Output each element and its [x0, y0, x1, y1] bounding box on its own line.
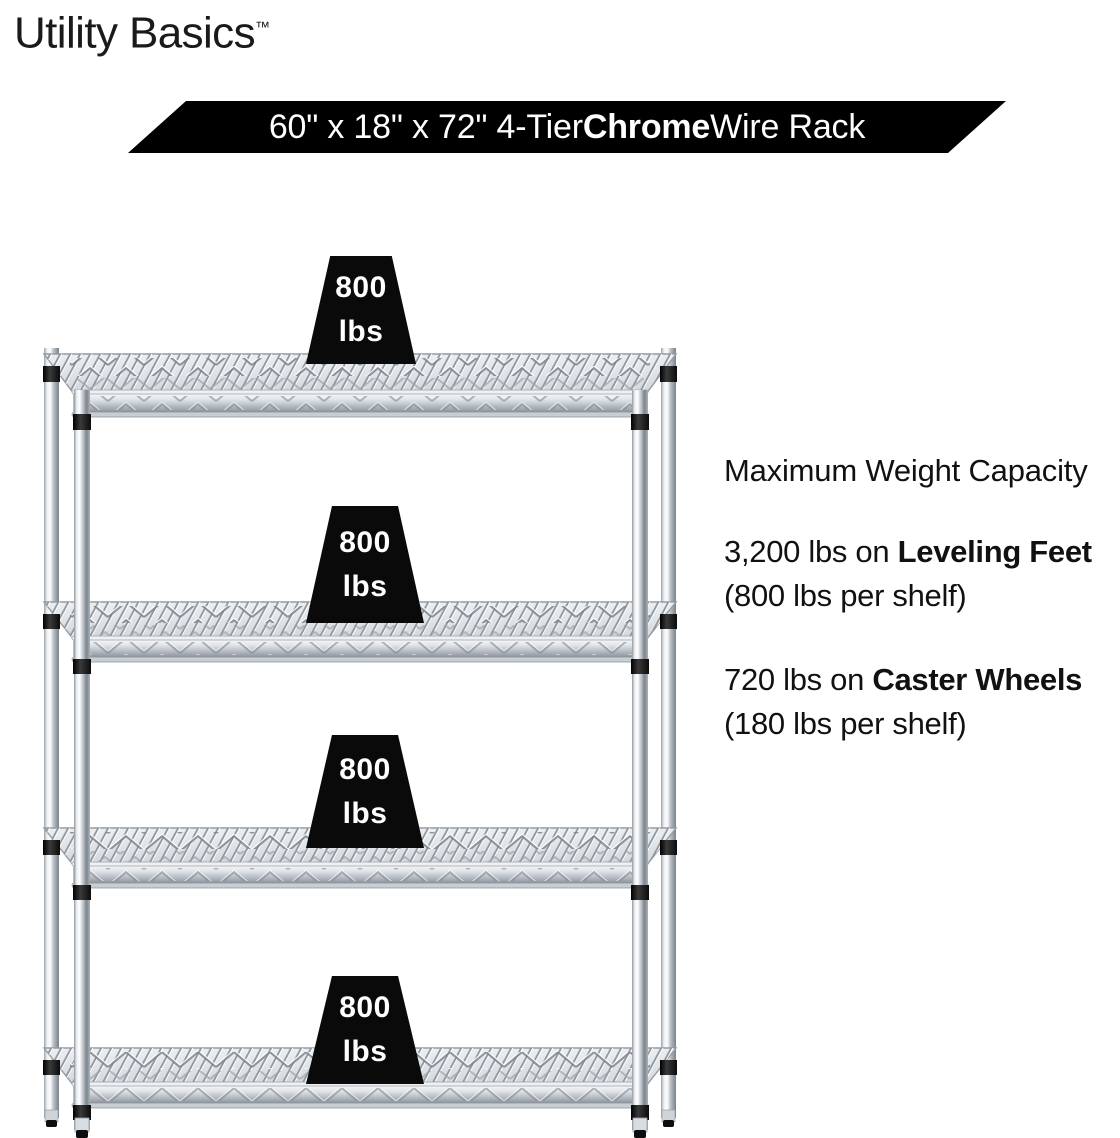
weight-callout-shelf-4: 800 lbs — [306, 976, 424, 1084]
callout-unit: lbs — [342, 1035, 388, 1068]
leveling-tail: (800 lbs per shelf) — [724, 578, 967, 613]
callout-value: 800 — [339, 991, 391, 1024]
callout-value: 800 — [339, 525, 391, 559]
post-collars — [43, 366, 677, 1120]
callout-unit: lbs — [342, 796, 388, 830]
caster-tail: (180 lbs per shelf) — [724, 706, 967, 741]
shelf-1 — [42, 353, 678, 418]
callout-shape — [306, 506, 424, 623]
leveling-emphasis: Leveling Feet — [897, 534, 1093, 569]
callout-unit: lbs — [342, 569, 388, 603]
weight-callout-shelf-2: 800 lbs — [306, 506, 424, 623]
leveling-lead: 3,200 lbs on — [724, 534, 898, 569]
rack-rear-posts — [44, 348, 676, 1118]
weight-capacity-info: Maximum Weight Capacity 3,200 lbs on Lev… — [724, 452, 1120, 786]
brand-name: Utility Basics — [14, 8, 256, 58]
banner-background — [128, 101, 1006, 153]
banner-prefix: 60" x 18" x 72" 4-Tier — [268, 108, 583, 146]
brand-logo: Utility Basics™ — [14, 2, 270, 60]
title-banner: 60" x 18" x 72" 4-Tier Chrome Wire Rack — [128, 101, 1006, 153]
leveling-feet — [44, 1109, 676, 1138]
capacity-heading: Maximum Weight Capacity — [724, 453, 1088, 488]
callout-unit: lbs — [338, 315, 384, 348]
weight-callout-shelf-3: 800 lbs — [306, 735, 424, 848]
trademark-symbol: ™ — [254, 19, 270, 36]
banner-emphasis: Chrome — [582, 108, 711, 146]
rack-front-posts — [74, 390, 648, 1130]
banner-title: 60" x 18" x 72" 4-Tier Chrome Wire Rack — [128, 101, 1006, 153]
caster-wheels-capacity: 720 lbs on Caster Wheels (180 lbs per sh… — [724, 658, 1120, 746]
callout-value: 800 — [335, 271, 387, 304]
callout-value: 800 — [339, 752, 391, 786]
weight-callout-shelf-1: 800 lbs — [306, 256, 416, 364]
leveling-feet-capacity: 3,200 lbs on Leveling Feet (800 lbs per … — [724, 530, 1120, 618]
caster-lead: 720 lbs on — [724, 662, 873, 697]
caster-emphasis: Caster Wheels — [872, 662, 1083, 697]
banner-suffix: Wire Rack — [710, 108, 866, 146]
